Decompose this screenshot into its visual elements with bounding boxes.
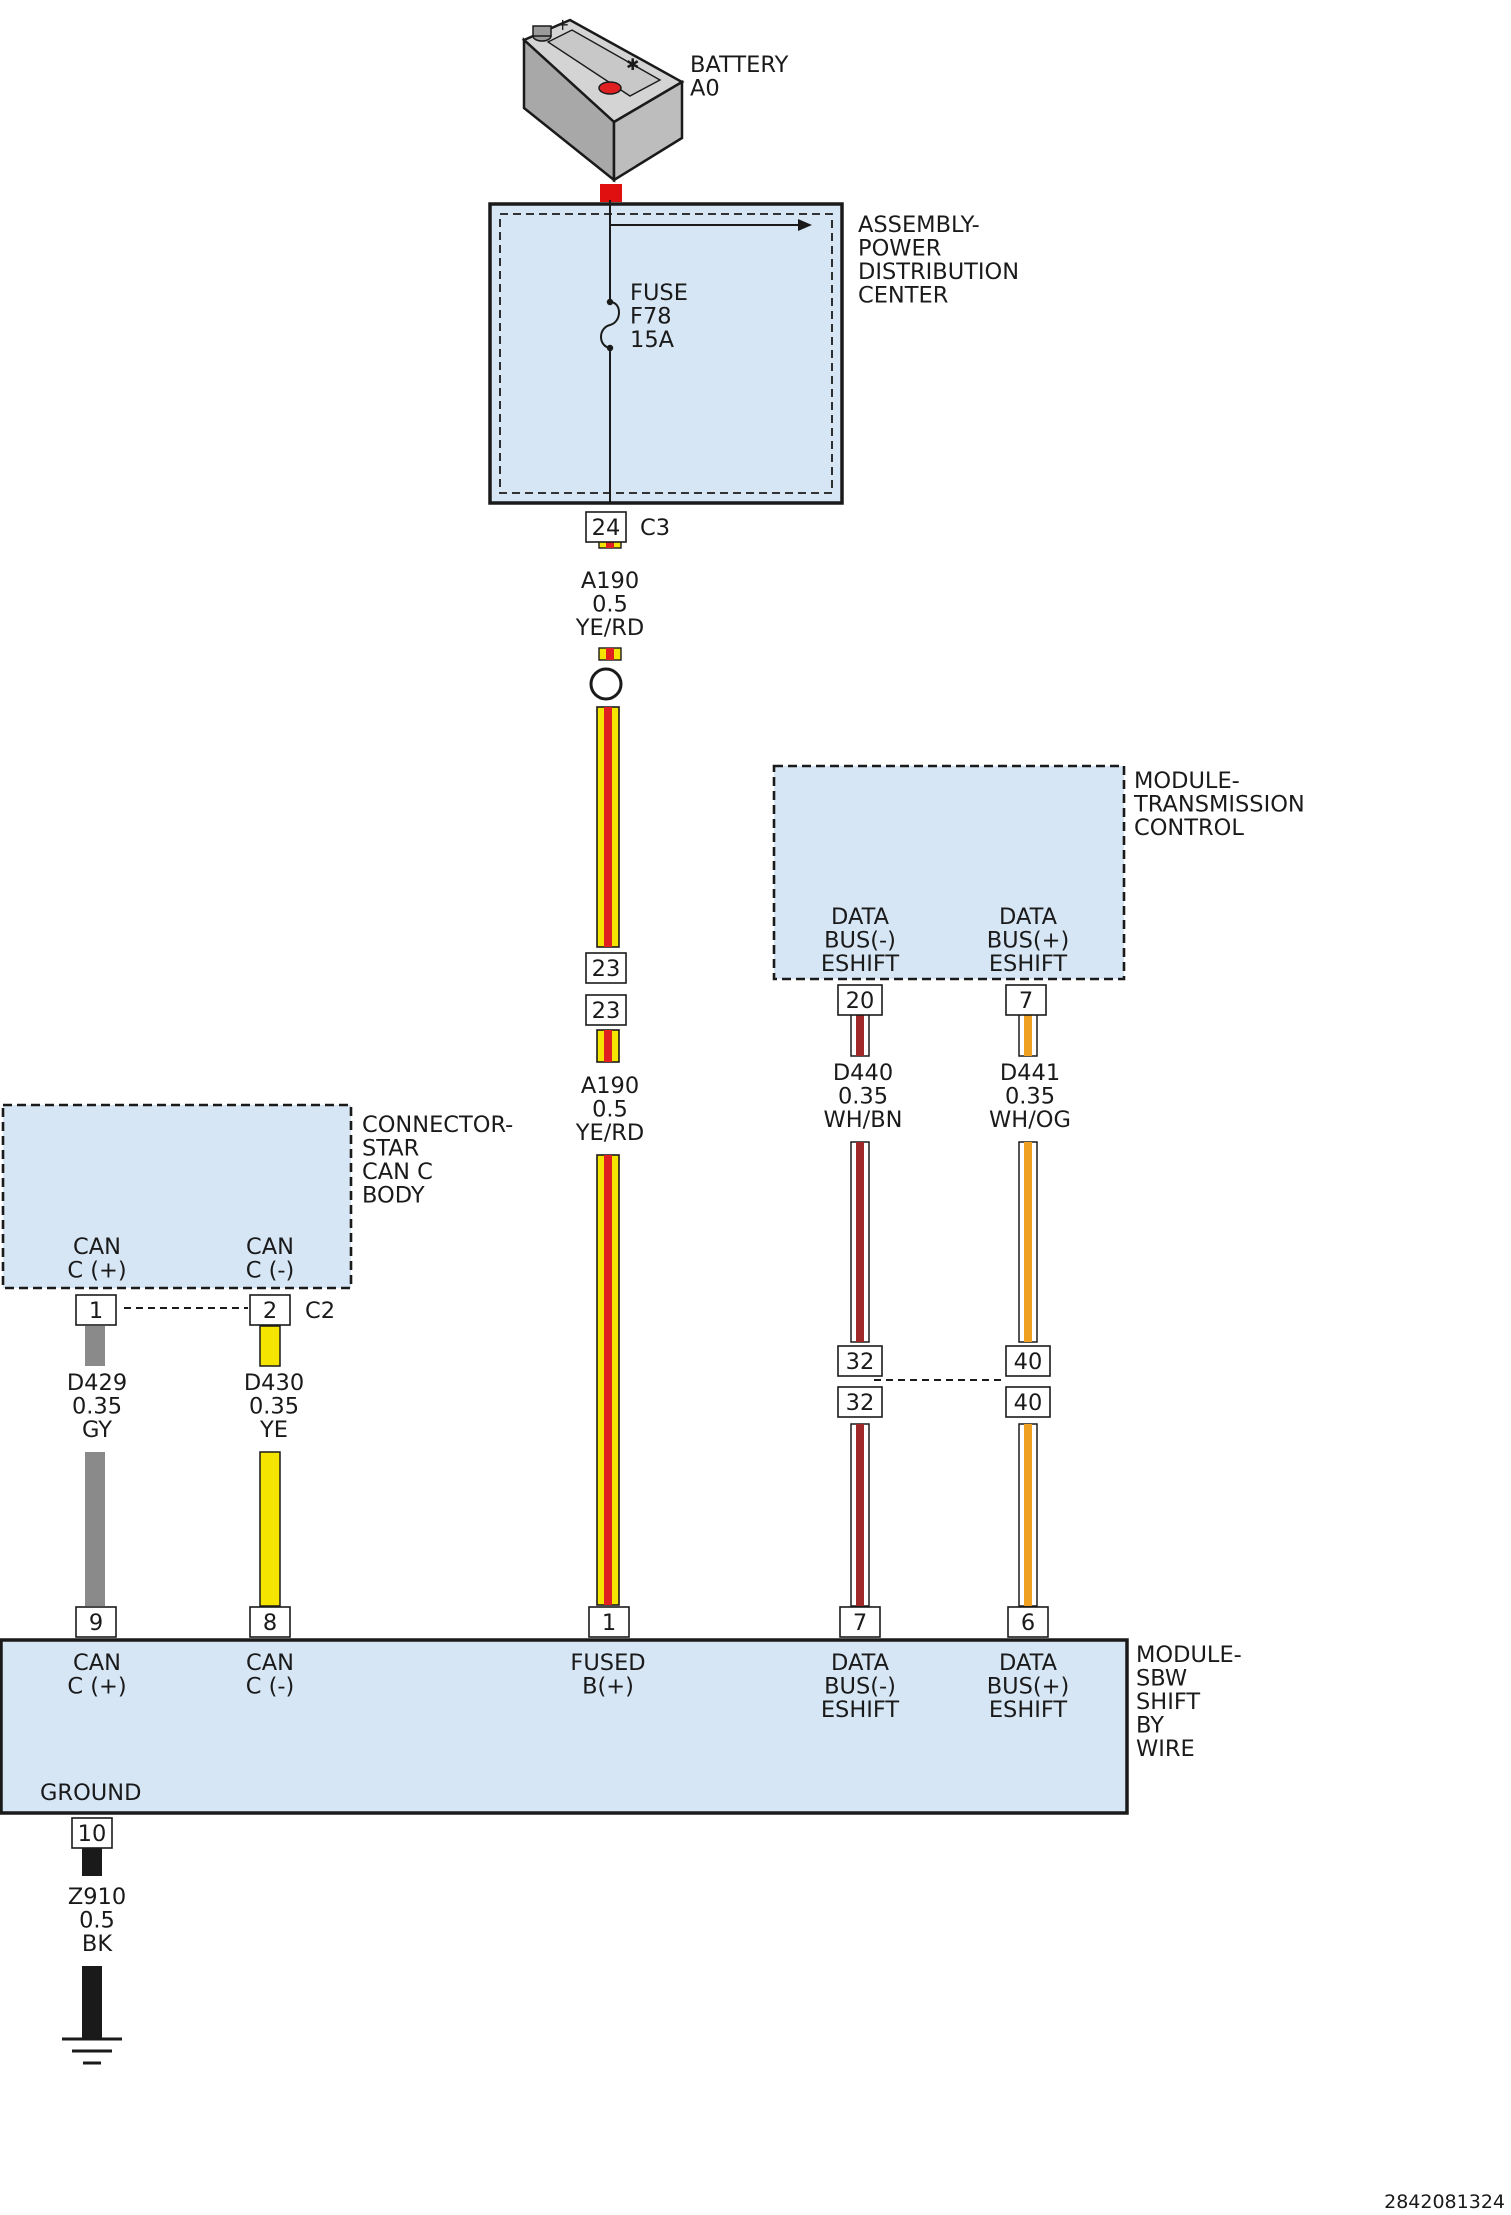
connector-pin-number: 23 (592, 956, 621, 982)
connector-pin-number: 2 (263, 1298, 277, 1324)
wire-d440 (850, 1013, 870, 1607)
connector-pin-number: 20 (846, 988, 875, 1014)
wire-d430 (259, 1325, 281, 1607)
star-connector-can-c (1, 1103, 353, 1290)
connector-pin-number: 32 (846, 1349, 875, 1375)
wire-d429 (85, 1326, 105, 1606)
connector-pin-tcm-7: 7 (1005, 984, 1047, 1016)
connector-pin-gnd-10: 10 (71, 1817, 113, 1849)
connector-pin-c3-pin: 24 (585, 511, 627, 543)
svg-text:✱: ✱ (626, 55, 639, 74)
connector-c2-label: C2 (305, 1298, 335, 1324)
sbw-module (0, 1638, 1129, 1815)
connector-pin-i40-bottom: 40 (1005, 1386, 1051, 1418)
connector-pin-tcm-20: 20 (837, 984, 883, 1016)
connector-pin-i40-top: 40 (1005, 1345, 1051, 1377)
connector-pin-c23-bottom: 23 (585, 994, 627, 1026)
wire-z910 (82, 1848, 102, 2038)
connector-pin-number: 8 (263, 1610, 277, 1636)
connector-pin-number: 7 (853, 1610, 867, 1636)
connector-c3-label: C3 (640, 515, 670, 541)
power-distribution-center (488, 200, 844, 505)
connector-pin-star-2: 2 (249, 1294, 291, 1326)
connector-pin-number: 40 (1014, 1390, 1043, 1416)
connector-pin-number: 23 (592, 998, 621, 1024)
connector-pin-number: 10 (78, 1821, 107, 1847)
sbw-pin-ground: GROUND (40, 1780, 141, 1806)
connector-pin-i32-top: 32 (837, 1345, 883, 1377)
connector-pin-number: 9 (89, 1610, 103, 1636)
wire-a190-middle (596, 706, 620, 948)
transmission-control-module (772, 764, 1126, 981)
connector-pin-number: 1 (89, 1298, 103, 1324)
connector-pin-number: 24 (592, 515, 621, 541)
connector-pin-number: 1 (602, 1610, 616, 1636)
connector-pin-sbw-6: 6 (1007, 1606, 1049, 1638)
connector-pin-star-1: 1 (75, 1294, 117, 1326)
connector-pin-sbw-9: 9 (75, 1606, 117, 1638)
connector-pin-number: 7 (1019, 988, 1033, 1014)
wire-d441 (1018, 1013, 1038, 1607)
connector-pin-c23-top: 23 (585, 952, 627, 984)
wire-a190-lower (596, 1154, 620, 1606)
connector-pin-number: 40 (1014, 1349, 1043, 1375)
ground-icon (62, 2037, 122, 2065)
connector-pin-i32-bottom: 32 (837, 1386, 883, 1418)
connector-pin-sbw-7: 7 (839, 1606, 881, 1638)
connector-pin-number: 32 (846, 1390, 875, 1416)
battery-icon: + ✱ (521, 15, 685, 183)
fuse-icon (600, 301, 620, 349)
wire-a190-lower-top (596, 1029, 620, 1063)
connector-pin-sbw-8: 8 (249, 1606, 291, 1638)
battery-connector (600, 184, 622, 202)
figure-id: 2842081324 (1384, 2191, 1505, 2213)
continuation-arrow-icon (798, 219, 812, 231)
connector-pin-number: 6 (1021, 1610, 1035, 1636)
connector-pin-sbw-1: 1 (588, 1606, 630, 1638)
splice-point (589, 667, 623, 701)
svg-text:+: + (556, 15, 569, 34)
